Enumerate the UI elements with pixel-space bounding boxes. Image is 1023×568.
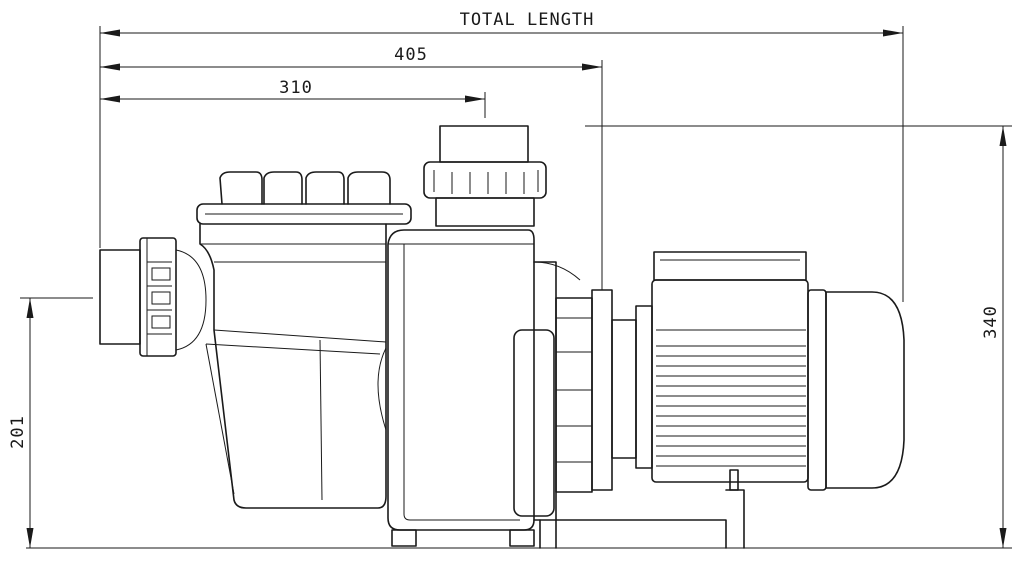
dimension-310: 310 (100, 78, 486, 118)
motor (611, 251, 905, 491)
dimension-405: 405 (100, 45, 603, 290)
length-310-label: 310 (279, 78, 313, 98)
motor-cooling-fins (656, 329, 806, 467)
height-340-label: 340 (981, 305, 1001, 339)
pump-volute (387, 125, 745, 549)
total-length-label: TOTAL LENGTH (460, 10, 595, 30)
strainer-pot (175, 171, 412, 509)
dimension-total-length: TOTAL LENGTH (99, 10, 904, 302)
inlet-union (99, 237, 177, 357)
length-405-label: 405 (394, 45, 428, 65)
dimension-340: 340 (585, 125, 1012, 548)
height-201-label: 201 (8, 415, 28, 449)
dimension-201: 201 (8, 297, 93, 548)
